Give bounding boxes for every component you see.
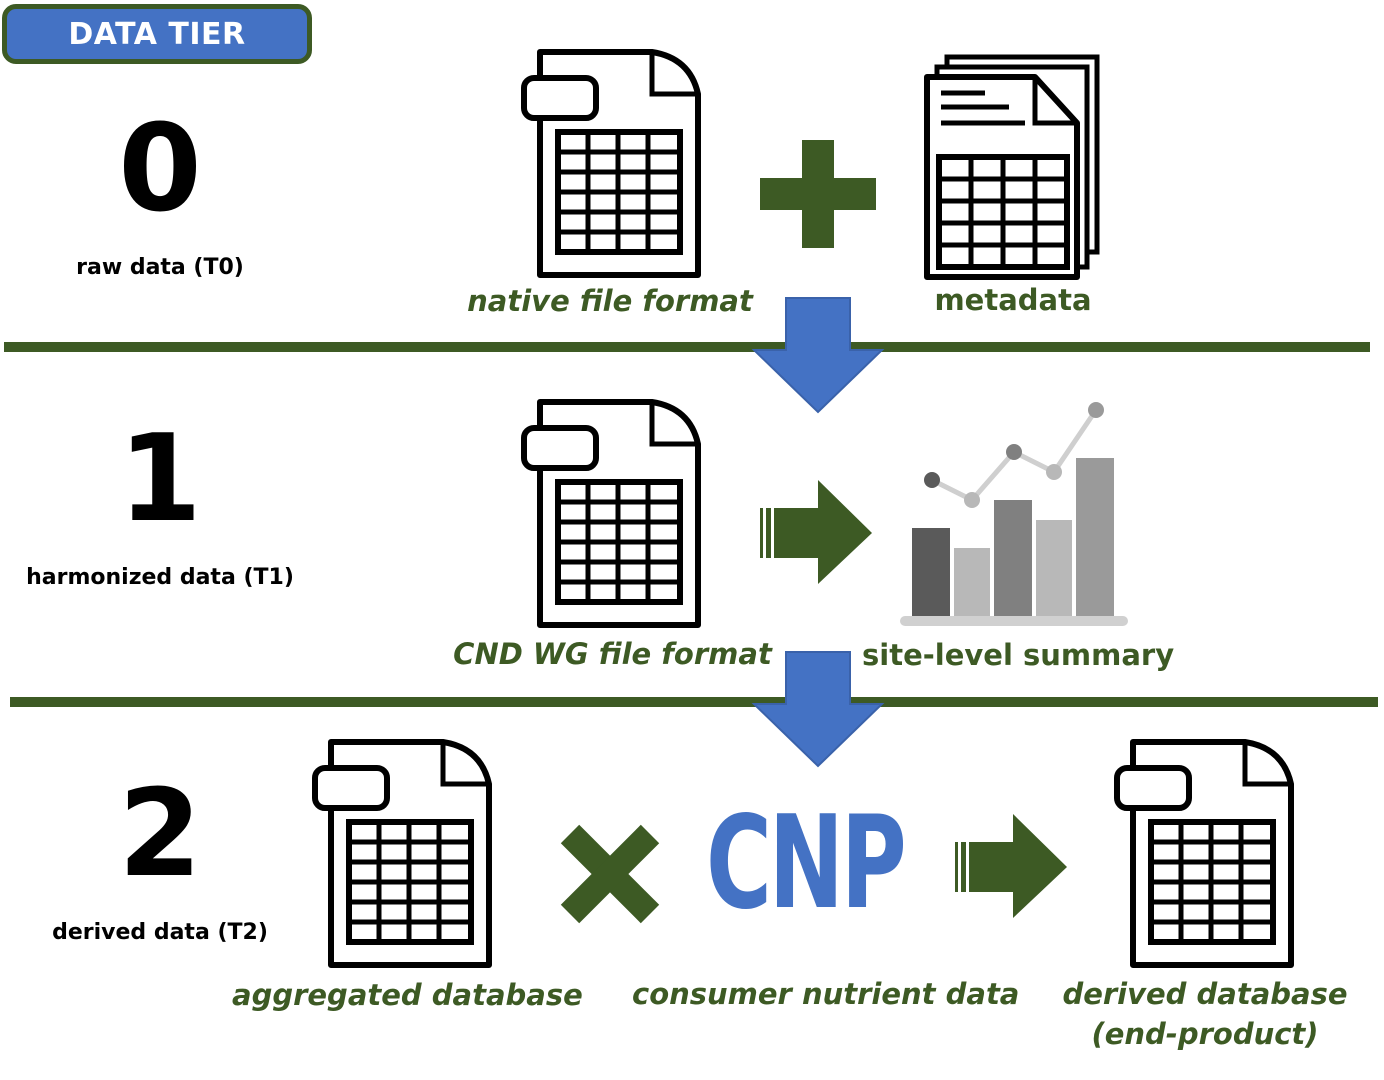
derived-database-file-icon <box>1115 740 1295 970</box>
metadata-caption: metadata <box>934 283 1092 317</box>
bar-line-chart-icon <box>900 402 1128 626</box>
tier-1-label: harmonized data (T1) <box>26 565 294 590</box>
tier-divider-1-2 <box>10 697 1378 707</box>
plus-icon <box>760 140 876 248</box>
tier-2-number: 2 <box>118 765 202 904</box>
metadata-document-icon <box>924 54 1100 280</box>
cndwg-file-icon <box>522 400 702 630</box>
native-file-icon <box>522 50 702 280</box>
aggregated-database-caption: aggregated database <box>232 978 583 1012</box>
site-level-summary-caption: site-level summary <box>862 638 1175 672</box>
native-file-caption: native file format <box>467 284 753 318</box>
data-tier-badge: DATA TIER <box>2 4 312 64</box>
tier-1-number: 1 <box>118 410 202 549</box>
tier-0-label: raw data (T0) <box>76 255 244 280</box>
tier-divider-0-1 <box>4 342 1370 352</box>
derived-database-caption-line2: (end-product) <box>1091 1017 1319 1051</box>
cnp-label: CNP <box>706 789 907 938</box>
consumer-nutrient-caption: consumer nutrient data <box>632 977 1020 1011</box>
derived-database-caption-line1: derived database <box>1062 977 1348 1011</box>
right-arrow-icon <box>760 480 872 584</box>
tier-0-number: 0 <box>118 100 202 239</box>
down-arrow-icon <box>751 297 885 414</box>
right-arrow-icon <box>955 814 1067 918</box>
multiply-icon <box>560 824 660 924</box>
tier-2-label: derived data (T2) <box>52 920 268 945</box>
down-arrow-icon <box>751 651 885 768</box>
cndwg-file-caption: CND WG file format <box>453 637 772 671</box>
aggregated-database-file-icon <box>313 740 493 970</box>
